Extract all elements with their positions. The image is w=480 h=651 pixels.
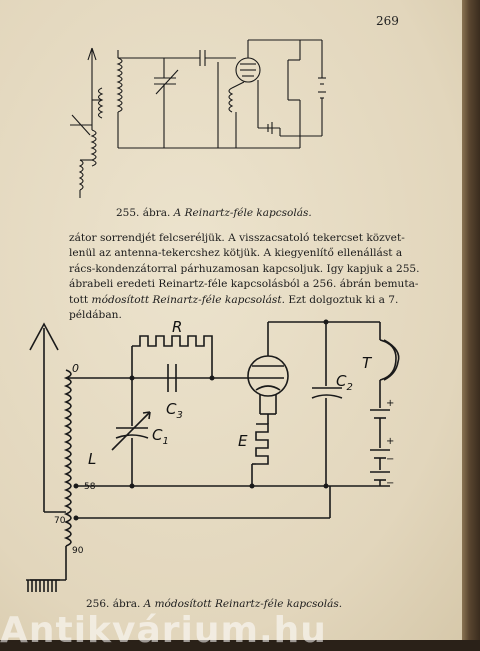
- paragraph-line: rács-kondenzátorral párhuzamosan kapcsol…: [69, 262, 420, 275]
- watermark: Antikvárium.hu: [0, 610, 327, 651]
- label-R: R: [172, 318, 183, 336]
- label-C2: C2: [336, 372, 353, 393]
- label-battery-minus-2: −: [386, 478, 395, 489]
- label-tap-0: 0: [72, 362, 79, 375]
- book-page: [0, 0, 468, 640]
- paragraph-line: példában.: [69, 309, 122, 322]
- body-paragraph: zátor sorrendjét felcseréljük. A visszac…: [69, 231, 420, 323]
- label-battery-minus-1: −: [386, 454, 395, 465]
- label-T: T: [362, 354, 372, 372]
- paragraph-line: tott módosított Reinartz-féle kapcsolást…: [69, 293, 399, 306]
- label-tap-58: 58: [84, 482, 96, 492]
- paragraph-line: ábrabeli eredeti Reinartz-féle kapcsolás…: [69, 278, 419, 291]
- label-battery-plus-2: +: [386, 436, 395, 447]
- label-tap-90: 90: [72, 546, 84, 556]
- label-tap-70: 70: [54, 516, 66, 526]
- label-E: E: [238, 432, 248, 450]
- figure-255-caption: 255. ábra. A Reinartz-féle kapcsolás.: [116, 207, 312, 219]
- label-C3: C3: [166, 400, 183, 421]
- paragraph-line: lenül az antenna-tekercshez kötjük. A ki…: [69, 247, 403, 260]
- figure-256-caption: 256. ábra. A módosított Reinartz-féle ka…: [86, 598, 343, 610]
- page-number: 269: [376, 14, 399, 28]
- label-battery-plus-1: +: [386, 398, 395, 409]
- label-C1: C1: [152, 426, 169, 447]
- book-binding: [462, 0, 480, 640]
- label-L: L: [88, 450, 97, 468]
- paragraph-line: zátor sorrendjét felcseréljük. A visszac…: [69, 232, 405, 244]
